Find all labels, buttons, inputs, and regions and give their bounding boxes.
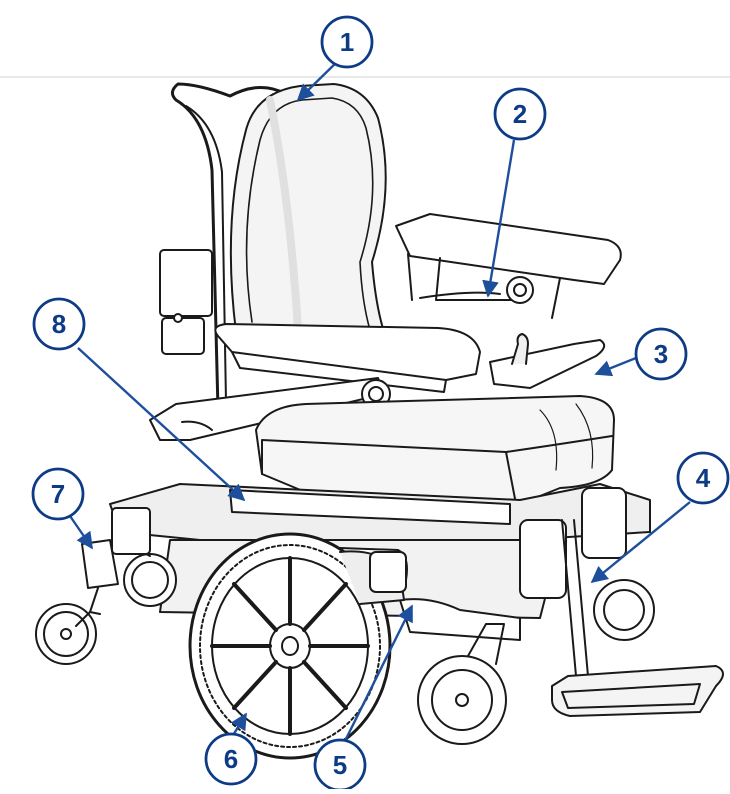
callout-3: 3 (634, 327, 688, 381)
callout-label: 2 (513, 99, 527, 129)
callout-5: 5 (313, 738, 367, 792)
seat-cushion (255, 395, 615, 505)
callouts: 1 2 3 4 5 6 7 8 (31, 15, 730, 792)
leader-line-1 (296, 57, 342, 102)
callout-7: 7 (31, 467, 85, 521)
armrest-front (214, 323, 481, 393)
wheelchair-drawing (35, 82, 724, 760)
callout-label: 4 (696, 463, 711, 493)
callout-label: 1 (340, 27, 354, 57)
callout-8: 8 (32, 297, 86, 351)
armrest-rear (395, 213, 622, 319)
leader-lines (69, 57, 691, 748)
callout-label: 3 (654, 339, 668, 369)
callout-6: 6 (204, 732, 258, 786)
rear-caster-assembly (35, 507, 177, 665)
drive-wheel (188, 532, 407, 760)
callout-2: 2 (493, 87, 547, 141)
footrest-assembly (417, 487, 724, 745)
leader-line-2 (482, 139, 516, 298)
callout-label: 6 (224, 744, 238, 774)
leader-line-3 (594, 356, 637, 377)
leader-line-8 (77, 347, 246, 502)
backrest-cushion (229, 83, 387, 339)
leader-line-5 (340, 604, 414, 748)
callout-label: 7 (51, 479, 65, 509)
callout-4: 4 (676, 451, 730, 505)
callout-1: 1 (320, 15, 374, 69)
leader-line-4 (590, 501, 691, 584)
backrest-frame (159, 82, 302, 412)
callout-label: 8 (52, 309, 66, 339)
callout-label: 5 (333, 750, 347, 780)
leader-line-7 (69, 515, 93, 550)
